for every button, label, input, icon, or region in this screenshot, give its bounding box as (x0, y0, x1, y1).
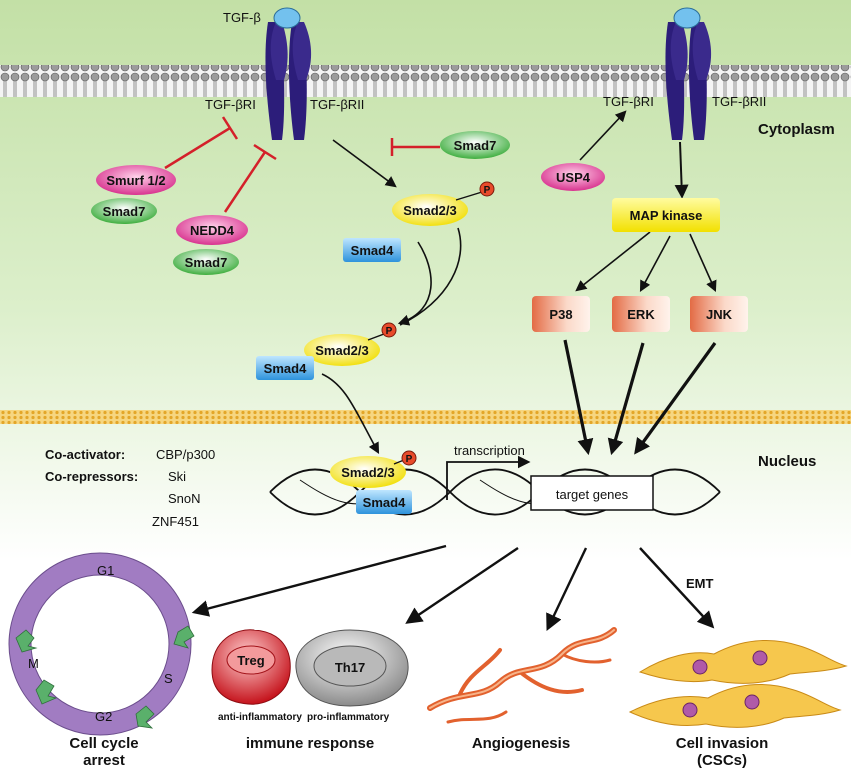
receptor-label-r1-right: TGF-βRI (603, 94, 654, 109)
checkpoint-marker-s (173, 625, 195, 649)
phosphate-label-c: P (406, 454, 413, 465)
smad7-protein-a (91, 198, 157, 224)
smad7-label-a: Smad7 (103, 204, 146, 219)
checkpoint-marker-g2s (135, 705, 155, 729)
th17-label: Th17 (335, 660, 365, 675)
th17-cell-icon (295, 629, 409, 707)
cell-cycle-ring (8, 552, 195, 736)
nedd4-label: NEDD4 (190, 223, 235, 238)
checkpoint-marker-g1 (15, 629, 38, 653)
tgf-beta-ligand-icon (273, 7, 301, 29)
phosphate-label-a: P (484, 185, 491, 196)
receptor-complex-right (665, 7, 712, 140)
corepressor-znf451: ZNF451 (152, 514, 199, 529)
checkpoint-marker-m (35, 679, 58, 705)
outcome-invasion-line1: Cell invasion (676, 735, 769, 752)
coactivator-label: Co-activator: (45, 447, 125, 462)
ligand-label: TGF-β (223, 10, 261, 25)
pro-inflammatory-label: pro-inflammatory (307, 712, 390, 723)
jnk-label: JNK (706, 307, 733, 322)
corepressor-ski: Ski (168, 469, 186, 484)
inhibition-lines (164, 116, 440, 213)
outcome-cell-cycle-line1: Cell cycle (69, 735, 138, 752)
corepressor-snon: SnoN (168, 491, 201, 506)
cytoplasm-label: Cytoplasm (758, 121, 835, 138)
treg-cell-icon (211, 629, 291, 705)
coactivator-value: CBP/p300 (156, 447, 215, 462)
smad4-protein-a (343, 238, 401, 262)
tgf-beta-ligand-right-icon (673, 7, 701, 29)
phosphate-icon-a (479, 181, 495, 197)
target-genes-label: target genes (556, 487, 629, 502)
smurf-protein (96, 165, 176, 195)
receptor-label-r2-left: TGF-βRII (310, 97, 364, 112)
jnk-protein (690, 296, 748, 332)
mapk-protein (612, 198, 720, 232)
smad7-label-b: Smad7 (185, 255, 228, 270)
phase-s: S (164, 671, 173, 686)
phase-g2: G2 (95, 709, 112, 724)
smad4-label-c: Smad4 (363, 495, 406, 510)
p38-label: P38 (549, 307, 572, 322)
erk-protein (612, 296, 670, 332)
smad23-protein-a (392, 194, 468, 226)
anti-inflammatory-label: anti-inflammatory (218, 712, 302, 723)
treg-label: Treg (237, 653, 265, 668)
smad4-protein-b (256, 356, 314, 380)
receptor-complex-left (265, 7, 312, 140)
smad4-protein-c (356, 490, 412, 514)
target-genes-box (530, 475, 654, 511)
smad23-label-a: Smad2/3 (403, 203, 456, 218)
smad7-label-c: Smad7 (454, 138, 497, 153)
emt-label: EMT (686, 576, 714, 591)
phospho-link-b (367, 333, 385, 341)
plasma-membrane (0, 65, 851, 97)
receptor-label-r2-right: TGF-βRII (712, 94, 766, 109)
transcription-label: transcription (454, 443, 525, 458)
outcome-immune: immune response (246, 735, 374, 752)
smad4-label-b: Smad4 (264, 361, 307, 376)
smad4-label-a: Smad4 (351, 243, 394, 258)
erk-label: ERK (627, 307, 655, 322)
receptor-label-r1-left: TGF-βRI (205, 97, 256, 112)
smad7-protein-b (173, 249, 239, 275)
usp4-label: USP4 (556, 170, 591, 185)
smurf-label: Smurf 1/2 (106, 173, 165, 188)
blood-vessel-icon (427, 627, 617, 724)
phase-m: M (28, 656, 39, 671)
smad23-protein-b (304, 334, 380, 366)
phosphate-icon-b (381, 322, 397, 338)
transcription-arrow (446, 455, 531, 500)
mapk-label: MAP kinase (630, 208, 703, 223)
outcome-angiogenesis: Angiogenesis (472, 735, 570, 752)
outcome-arrows (191, 544, 715, 632)
phospho-link-a (455, 191, 483, 201)
smad7-protein-c (440, 131, 510, 159)
outcome-cell-cycle-line2: arrest (83, 752, 125, 769)
corepressor-label: Co-repressors: (45, 469, 138, 484)
phosphate-icon-c (401, 450, 417, 466)
p38-protein (532, 296, 590, 332)
nucleus-label: Nucleus (758, 453, 816, 470)
smad23-label-b: Smad2/3 (315, 343, 368, 358)
smad23-protein-c (330, 456, 406, 488)
smad23-label-c: Smad2/3 (341, 465, 394, 480)
signal-arrows (321, 110, 717, 454)
outcome-invasion-line2: (CSCs) (697, 752, 747, 769)
phosphate-label-b: P (386, 326, 393, 337)
invading-cells-icon (628, 639, 848, 728)
nedd4-protein (176, 215, 248, 245)
nuclear-membrane (0, 410, 851, 424)
usp4-protein (541, 163, 605, 191)
kinase-to-target-arrows (563, 339, 717, 456)
phase-g1: G1 (97, 563, 114, 578)
